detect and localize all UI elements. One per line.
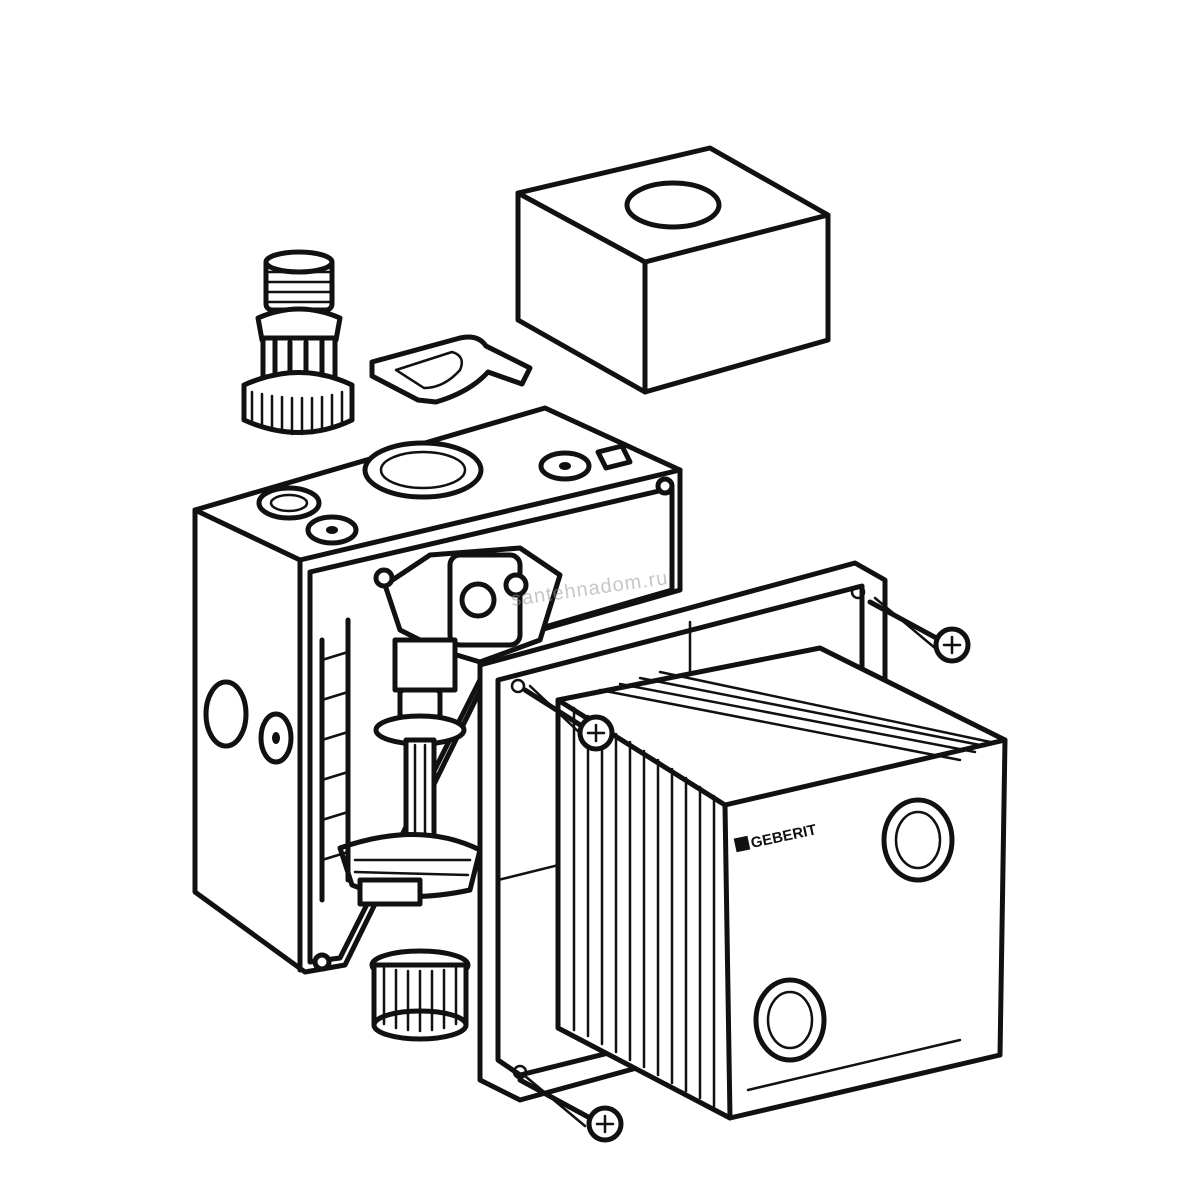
mounting-screw-middle	[522, 684, 615, 752]
installation-sleeve-box	[555, 645, 1008, 1121]
retaining-clip	[369, 334, 533, 405]
mounting-screw-bottom-left	[517, 1074, 624, 1143]
sleeve-port-hole-upper	[881, 797, 955, 883]
threaded-connector-fitting	[241, 249, 355, 436]
mounting-screw-top-right	[867, 596, 971, 664]
top-port-hole-small	[256, 485, 322, 521]
internal-valve-mechanism	[319, 545, 563, 907]
side-knockout-large	[203, 679, 249, 749]
sleeve-port-hole-lower	[753, 977, 827, 1063]
protective-cover-block	[515, 145, 831, 395]
bottom-outlet-connector	[369, 948, 471, 1042]
